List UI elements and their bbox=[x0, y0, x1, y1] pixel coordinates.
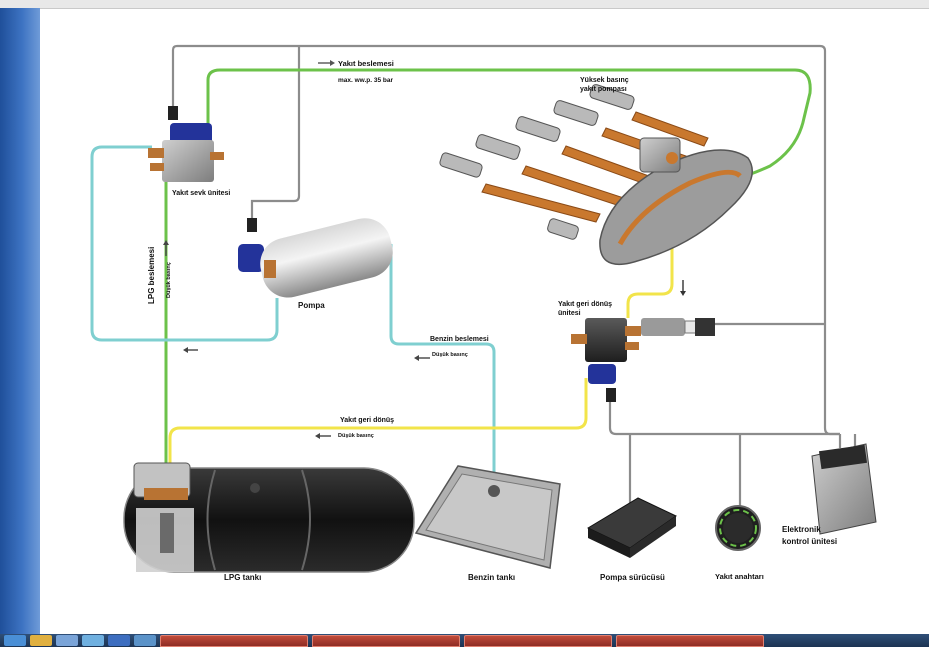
arrow-left-icon bbox=[183, 347, 430, 439]
pump-cylinder bbox=[238, 218, 393, 298]
label-low-pressure-petrol: Düşük basınç bbox=[432, 352, 468, 358]
label-petrol-feed: Benzin beslemesi bbox=[430, 336, 489, 343]
taskbar-icon[interactable] bbox=[56, 635, 78, 646]
label-fuel-return-unit-1: Yakıt geri dönüş bbox=[558, 301, 612, 308]
arrow-right-icon bbox=[318, 60, 335, 66]
taskbar-window-button[interactable] bbox=[464, 635, 612, 647]
label-max-pressure: max. ww.p. 35 bar bbox=[338, 77, 394, 84]
label-fuel-return-unit-2: ünitesi bbox=[558, 310, 581, 317]
windows-taskbar bbox=[0, 634, 929, 647]
label-lpg-feed: LPG beslemesi bbox=[147, 247, 156, 304]
fuel-delivery-unit bbox=[148, 106, 224, 182]
taskbar-window-button[interactable] bbox=[312, 635, 460, 647]
window-top-border bbox=[0, 0, 929, 9]
fuel-return-unit bbox=[571, 318, 715, 402]
label-fuel-delivery-unit: Yakıt sevk ünitesi bbox=[172, 190, 230, 197]
label-fuel-return: Yakıt geri dönüş bbox=[340, 417, 394, 424]
label-pump: Pompa bbox=[298, 301, 325, 310]
taskbar-icon[interactable] bbox=[134, 635, 156, 646]
cyan-lines bbox=[90, 145, 496, 488]
taskbar-window-button[interactable] bbox=[160, 635, 308, 647]
taskbar-icon[interactable] bbox=[4, 635, 26, 646]
lpg-system-diagram: Yakıt beslemesi max. ww.p. 35 bar Yüksek… bbox=[90, 44, 877, 582]
taskbar-window-button[interactable] bbox=[616, 635, 764, 647]
taskbar-icon[interactable] bbox=[30, 635, 52, 646]
label-pump-driver: Pompa sürücüsü bbox=[600, 573, 665, 582]
arrow-down-icon bbox=[680, 280, 686, 296]
taskbar-icon[interactable] bbox=[82, 635, 104, 646]
engine-fuel-rail bbox=[439, 84, 753, 265]
taskbar-icon[interactable] bbox=[108, 635, 130, 646]
label-fuel-feed: Yakıt beslemesi bbox=[338, 59, 394, 68]
fuel-switch-icon bbox=[715, 505, 761, 551]
arrow-up-icon bbox=[163, 240, 169, 256]
petrol-tank bbox=[414, 465, 561, 569]
yellow-lines bbox=[168, 164, 674, 486]
ecu-unit bbox=[811, 443, 877, 535]
label-low-pressure-return: Düşük basınç bbox=[338, 433, 374, 439]
label-low-pressure-vertical: Düşük basınç bbox=[166, 262, 172, 298]
label-ecu-2: kontrol ünitesi bbox=[782, 537, 837, 546]
label-fuel-switch: Yakıt anahtarı bbox=[715, 572, 764, 581]
gray-wiring bbox=[171, 44, 857, 508]
lpg-tank bbox=[123, 462, 415, 573]
label-petrol-tank: Benzin tankı bbox=[468, 573, 515, 582]
label-ecu-1: Elektronik bbox=[782, 525, 821, 534]
pump-driver-box bbox=[586, 497, 677, 558]
label-lpg-tank: LPG tankı bbox=[224, 573, 261, 582]
left-blue-strip bbox=[0, 8, 40, 634]
